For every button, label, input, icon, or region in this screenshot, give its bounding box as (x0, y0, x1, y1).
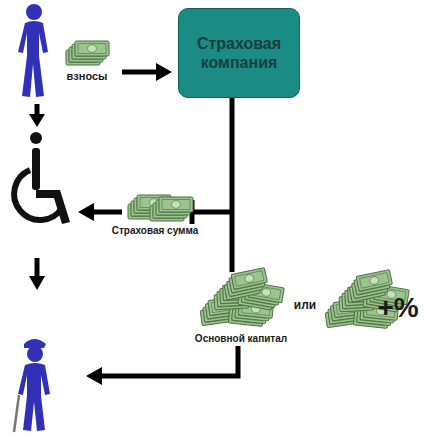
payout-line (192, 98, 232, 272)
flow-arrow (122, 63, 172, 81)
process-box: Страховая компания (178, 8, 300, 98)
wheelchair-symbol (14, 132, 70, 224)
flow-label: Страховая сумма (112, 225, 199, 236)
flow-label: Основной капитал (195, 333, 287, 344)
elderly-figure (14, 339, 50, 432)
money-pile (199, 268, 284, 328)
flow-arrow (86, 346, 238, 385)
money-stack (66, 41, 109, 65)
flow-label: взносы (67, 70, 108, 82)
flow-arrow (29, 258, 45, 290)
money-stack (150, 197, 193, 221)
person-figure (18, 4, 48, 97)
flow-arrow (29, 104, 45, 127)
interest-mark: +% (377, 292, 418, 324)
conjunction-label: или (294, 298, 316, 312)
flow-arrow (78, 203, 122, 221)
box-title: Страховая компания (185, 34, 293, 72)
